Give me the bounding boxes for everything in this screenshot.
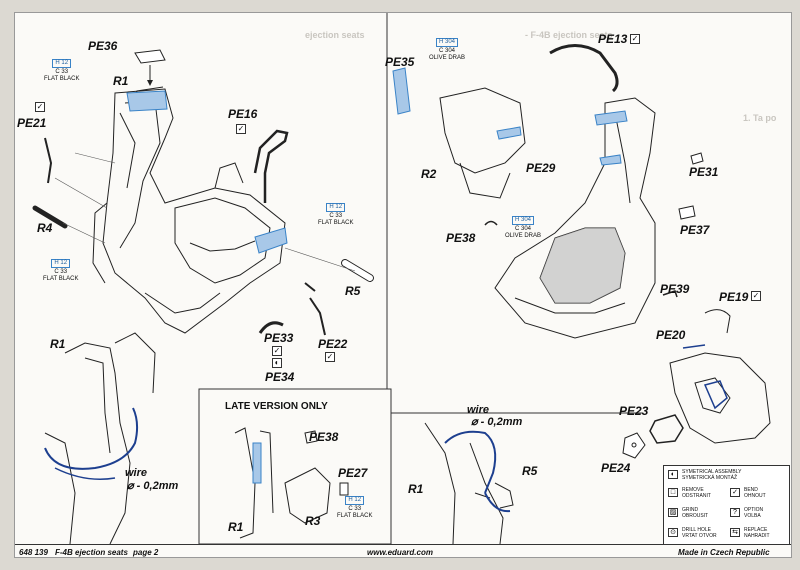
- footer-code: 648 139: [19, 548, 48, 557]
- label-r4: R4: [37, 221, 53, 235]
- label-r5-top: R5: [345, 284, 361, 298]
- label-r1-bottom: R1: [50, 337, 66, 351]
- label-pe37: PE37: [680, 223, 710, 237]
- blue-part-pe16: [254, 227, 288, 254]
- pe24-part: [622, 432, 646, 459]
- pe16-handle: [253, 129, 289, 203]
- label-pe19: PE19: [719, 290, 749, 304]
- label-pe27: PE27: [338, 466, 368, 480]
- wire-label-right: wire: [467, 404, 490, 416]
- pe33-part: [258, 321, 284, 334]
- seat-right-drawing: [439, 87, 656, 339]
- label-pe20: PE20: [656, 328, 686, 342]
- paint-callout-olive-seat: H 304 C 304 OLIVE DRAB: [505, 216, 542, 239]
- label-pe34: PE34: [265, 370, 295, 384]
- r4-rod: [32, 205, 68, 229]
- pe13-belt: [549, 44, 619, 93]
- label-r1-right: R1: [408, 482, 424, 496]
- pe22-part: [309, 297, 326, 336]
- paint-callout-mid-left: H 12 C 33 FLAT BLACK: [43, 259, 79, 282]
- replace-icon: ⇆: [730, 528, 740, 537]
- label-r3: R3: [305, 514, 321, 528]
- bend-icon: ✓: [236, 124, 246, 134]
- wire-left: [44, 407, 139, 470]
- paint-callout-top-left: H 12 C 33 FLAT BLACK: [44, 59, 80, 82]
- bend-icon: ✓: [272, 346, 282, 356]
- label-r1-top: R1: [113, 74, 129, 88]
- pe23-part: [649, 414, 684, 444]
- footer-title: F-4B ejection seats: [55, 548, 128, 557]
- pe20-assembly: [669, 309, 771, 444]
- label-pe22: PE22: [318, 337, 348, 351]
- blue-part-pe36: [126, 90, 168, 112]
- label-pe16: PE16: [228, 107, 258, 121]
- footer-url: www.eduard.com: [367, 548, 433, 557]
- wire-size-left: ⌀ - 0,2mm: [127, 480, 179, 492]
- paint-callout-late: H 12 C 33 FLAT BLACK: [337, 496, 373, 519]
- label-pe39: PE39: [660, 282, 690, 296]
- symmetric-icon: ◐: [668, 470, 678, 479]
- option-icon: ?: [730, 508, 740, 517]
- late-version-title: LATE VERSION ONLY: [225, 401, 328, 412]
- ghost-text-side: 1. Ta po: [743, 113, 777, 123]
- paint-callout-mid-center: H 12 C 33 FLAT BLACK: [318, 203, 354, 226]
- ghost-text-right: - F-4B ejection seats: [525, 30, 613, 40]
- label-pe21: PE21: [17, 116, 47, 130]
- label-r5-bottom: R5: [522, 464, 538, 478]
- bend-icon: ✓: [325, 352, 335, 362]
- label-pe29: PE29: [526, 161, 556, 175]
- label-r2: R2: [421, 167, 437, 181]
- ghost-text-left: ejection seats: [305, 30, 365, 40]
- olive-cushion: [540, 228, 625, 303]
- drill-icon: ⊙: [668, 528, 678, 537]
- pe36-plate: [134, 49, 166, 64]
- bend-icon: ✓: [751, 291, 761, 301]
- remove-icon: □: [668, 488, 678, 497]
- page-footer: 648 139 F-4B ejection seats page 2 www.e…: [15, 544, 791, 557]
- label-pe13: PE13: [598, 32, 628, 46]
- label-pe31: PE31: [689, 165, 719, 179]
- bend-icon: ✓: [730, 488, 740, 497]
- label-pe33: PE33: [264, 331, 294, 345]
- wire-label-left: wire: [125, 467, 148, 479]
- footer-made: Made in Czech Republic: [678, 548, 770, 557]
- footer-page: page 2: [133, 548, 159, 557]
- pe35-strip: [392, 67, 411, 115]
- label-pe35: PE35: [385, 55, 415, 69]
- seat-left-drawing: [92, 86, 286, 334]
- r5-detail-drawing: [424, 422, 514, 545]
- instruction-sheet: ejection seats - F-4B ejection seats 1. …: [14, 12, 792, 558]
- pe21-strap: [44, 137, 53, 184]
- label-pe38-top: PE38: [446, 231, 476, 245]
- label-pe24: PE24: [601, 461, 631, 475]
- label-pe23: PE23: [619, 404, 649, 418]
- r1-detail-drawing: [44, 332, 156, 545]
- symmetric-icon: ◐: [272, 358, 282, 368]
- label-pe36: PE36: [88, 39, 118, 53]
- label-r1-late: R1: [228, 520, 244, 534]
- label-pe38-bottom: PE38: [309, 430, 339, 444]
- grind-icon: ▨: [668, 508, 678, 517]
- wire-size-right: ⌀ - 0,2mm: [471, 416, 523, 428]
- bend-icon: ✓: [630, 34, 640, 44]
- bend-icon: ✓: [35, 102, 45, 112]
- wire-right: [444, 430, 497, 494]
- paint-callout-olive-top: H 304 C 304 OLIVE DRAB: [429, 38, 466, 61]
